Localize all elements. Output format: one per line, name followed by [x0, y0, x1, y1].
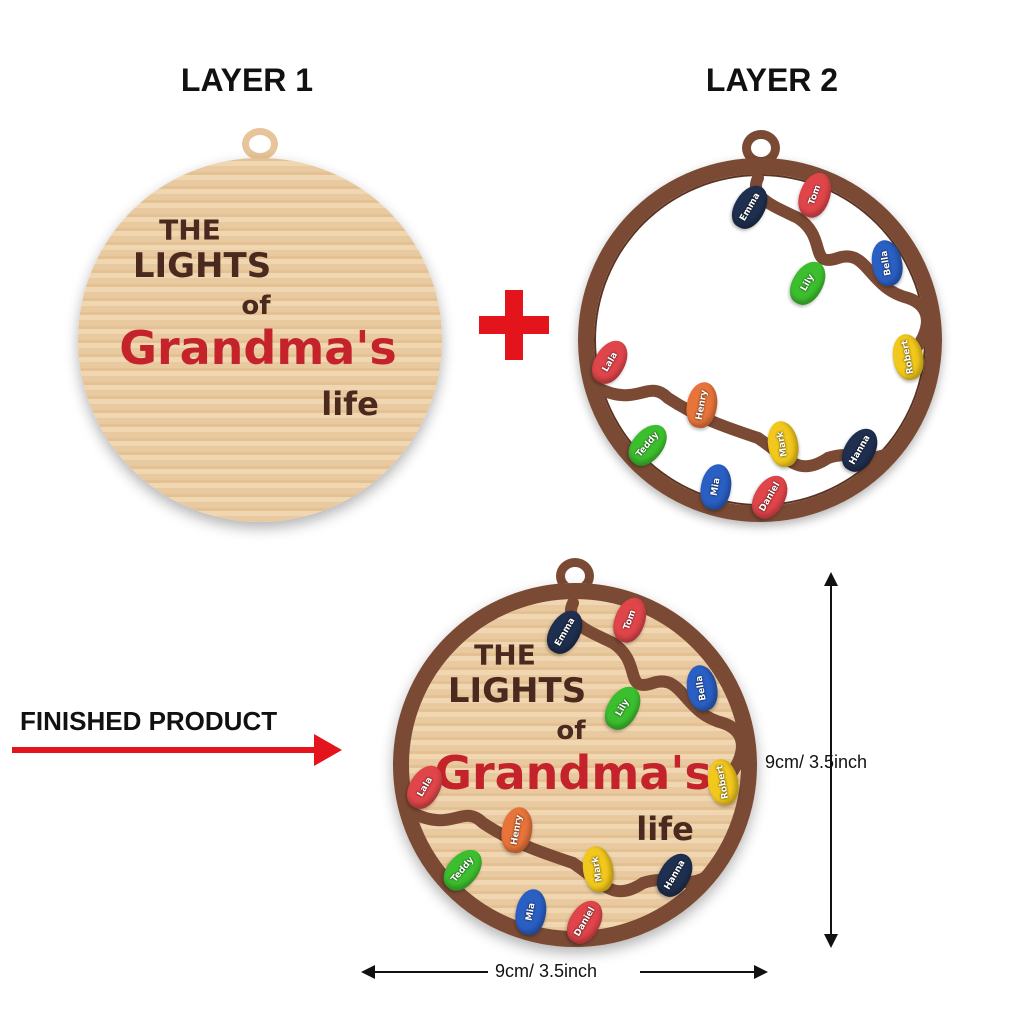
text-life: life: [321, 385, 379, 423]
text-life: life: [636, 810, 694, 848]
height-dimension-line: [830, 580, 832, 942]
text-the: THE: [474, 638, 536, 672]
text-the: THE: [159, 213, 221, 247]
bulb-name: Henry: [509, 814, 525, 846]
width-label: 9cm/ 3.5inch: [495, 961, 598, 981]
height-label: 9cm/ 3.5inch: [765, 752, 868, 772]
bulb-name: Hanna: [662, 858, 688, 892]
bulb-name: Daniel: [757, 480, 783, 514]
bulb-name: Bella: [694, 674, 710, 702]
bulb-name: Emma: [552, 616, 578, 648]
bulb-name: Tom: [621, 608, 639, 632]
bulb-name: Mia: [709, 477, 723, 497]
bulb-name: Mark: [775, 430, 791, 458]
arrow-up-icon: [824, 572, 838, 586]
text-of: of: [556, 716, 586, 746]
bulb-name: Lala: [415, 775, 435, 799]
plus-icon-vertical: [505, 290, 523, 360]
layer-1-title: LAYER 1: [180, 62, 314, 98]
layer-2-title: LAYER 2: [705, 62, 839, 98]
bulb-name: Emma: [737, 191, 763, 223]
arrow-down-icon: [824, 934, 838, 948]
bulb-name: Teddy: [634, 430, 662, 460]
arrow-head-icon: [314, 734, 342, 766]
hanging-loop: [242, 128, 278, 160]
bulb-name: Robert: [900, 339, 916, 375]
bulb-name: Henry: [694, 389, 710, 421]
arrow-right-icon: [12, 747, 318, 753]
text-lights: LIGHTS: [447, 671, 587, 711]
bulb-name: Mark: [590, 855, 606, 883]
text-grandmas: Grandma's: [434, 746, 712, 800]
finished-product-label: FINISHED PRODUCT: [20, 706, 278, 736]
arrow-left-icon: [361, 965, 375, 979]
bulb-name: Lala: [600, 350, 620, 374]
bulb-name: Tom: [806, 183, 824, 207]
bulb-name: Teddy: [449, 855, 477, 885]
bulb-name: Daniel: [572, 905, 598, 939]
bulb-name: Robert: [715, 764, 731, 800]
width-dimension-line-right: [640, 971, 758, 973]
text-grandmas: Grandma's: [119, 321, 397, 375]
text-of: of: [241, 291, 271, 321]
arrow-right-icon: [754, 965, 768, 979]
layer-1-wood-disc: THE LIGHTS of Grandma's life: [78, 158, 442, 522]
width-dimension-line-left: [370, 971, 488, 973]
bulb-name: Lily: [614, 697, 632, 719]
bulb-name: Mia: [524, 902, 538, 922]
text-lights: LIGHTS: [132, 246, 272, 286]
bulb-name: Bella: [879, 249, 895, 277]
bulb-name: Lily: [799, 272, 817, 294]
bulb-name: Hanna: [847, 433, 873, 467]
